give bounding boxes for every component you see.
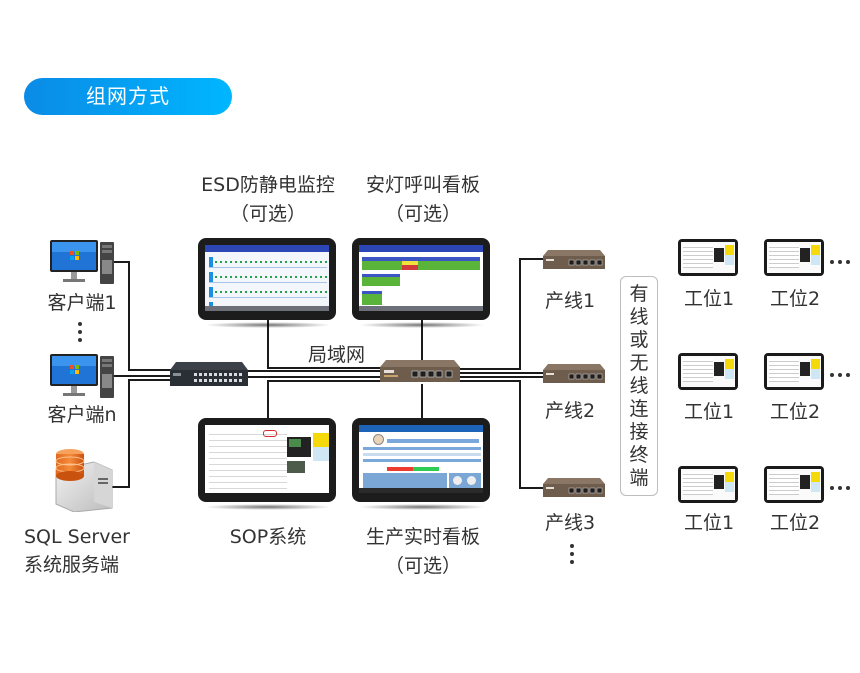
line3-label: 产线3 <box>545 512 596 534</box>
client1-pc <box>50 240 114 286</box>
line2-router <box>543 364 605 384</box>
esd-title: ESD防静电监控 <box>201 174 335 196</box>
lan-label: 局域网 <box>308 344 366 366</box>
connection-note-char: 连 <box>629 397 649 420</box>
section-title: 组网方式 <box>24 78 232 115</box>
connection-note-char: 端 <box>629 466 649 489</box>
workstation-screen <box>678 466 738 503</box>
production-optional-note: （可选） <box>384 555 461 577</box>
desktop-computer-icon <box>50 354 114 398</box>
production-title: 生产实时看板 <box>365 526 480 548</box>
line-prod1 <box>460 258 545 370</box>
router-icon <box>543 478 605 497</box>
line-prod3 <box>460 380 545 489</box>
workstation-label: 工位2 <box>770 401 821 423</box>
sql-server <box>48 448 114 513</box>
sop-monitor-screen <box>198 418 336 502</box>
esd-optional-note: （可选） <box>229 203 306 225</box>
connection-note-char: 无 <box>629 351 649 374</box>
line2-label: 产线2 <box>545 400 596 422</box>
monitor-shadow <box>358 504 486 510</box>
line3-router <box>543 478 605 498</box>
router-icon <box>543 250 605 269</box>
line1-router <box>543 250 605 270</box>
connection-note-char: 或 <box>629 328 649 351</box>
workstation-label: 工位2 <box>770 288 821 310</box>
line-esd <box>267 320 385 369</box>
more-lines-ellipsis <box>570 540 574 568</box>
connection-note-char: 接 <box>629 420 649 443</box>
connection-note-box: 有 线 或 无 线 连 接 终 端 <box>620 276 658 496</box>
workstation-screen <box>764 239 824 276</box>
workstation-screen <box>678 239 738 276</box>
andon-title: 安灯呼叫看板 <box>365 174 480 196</box>
database-server-icon <box>55 449 113 513</box>
esd-monitor-screen <box>198 238 336 320</box>
router-icon <box>543 364 605 383</box>
workstation-label: 工位1 <box>684 401 735 423</box>
andon-optional-note: （可选） <box>384 203 461 225</box>
workstation-label: 工位1 <box>684 288 735 310</box>
sop-title: SOP系统 <box>229 526 307 548</box>
clientn-label: 客户端n <box>47 404 117 426</box>
more-workstations-ellipsis <box>830 486 850 490</box>
workstation-screen <box>764 466 824 503</box>
workstation-label: 工位2 <box>770 512 821 534</box>
monitor-shadow <box>204 322 332 328</box>
workstation-screen <box>764 353 824 390</box>
server-label-line2: 系统服务端 <box>24 554 120 576</box>
network-switch <box>170 362 248 388</box>
connection-note-char: 有 <box>629 282 649 305</box>
workstation-label: 工位1 <box>684 512 735 534</box>
core-router <box>380 360 460 384</box>
desktop-computer-icon <box>50 240 114 284</box>
monitor-shadow <box>358 322 486 328</box>
monitor-shadow <box>204 504 332 510</box>
more-workstations-ellipsis <box>830 260 850 264</box>
connection-note-char: 线 <box>629 374 649 397</box>
andon-monitor-screen <box>352 238 490 320</box>
production-monitor-screen <box>352 418 490 502</box>
connection-note-char: 终 <box>629 443 649 466</box>
line-sop <box>267 380 385 418</box>
more-clients-ellipsis <box>78 318 82 346</box>
more-workstations-ellipsis <box>830 373 850 377</box>
workstation-screen <box>678 353 738 390</box>
connection-note-char: 线 <box>629 305 649 328</box>
client1-label: 客户端1 <box>47 292 117 314</box>
network-switch-icon <box>170 362 248 386</box>
line-client1 <box>112 261 175 371</box>
clientn-pc <box>50 354 114 400</box>
line1-label: 产线1 <box>545 290 596 312</box>
router-icon <box>380 360 460 382</box>
server-label-line1: SQL Server <box>24 526 130 548</box>
line-server <box>112 379 175 488</box>
